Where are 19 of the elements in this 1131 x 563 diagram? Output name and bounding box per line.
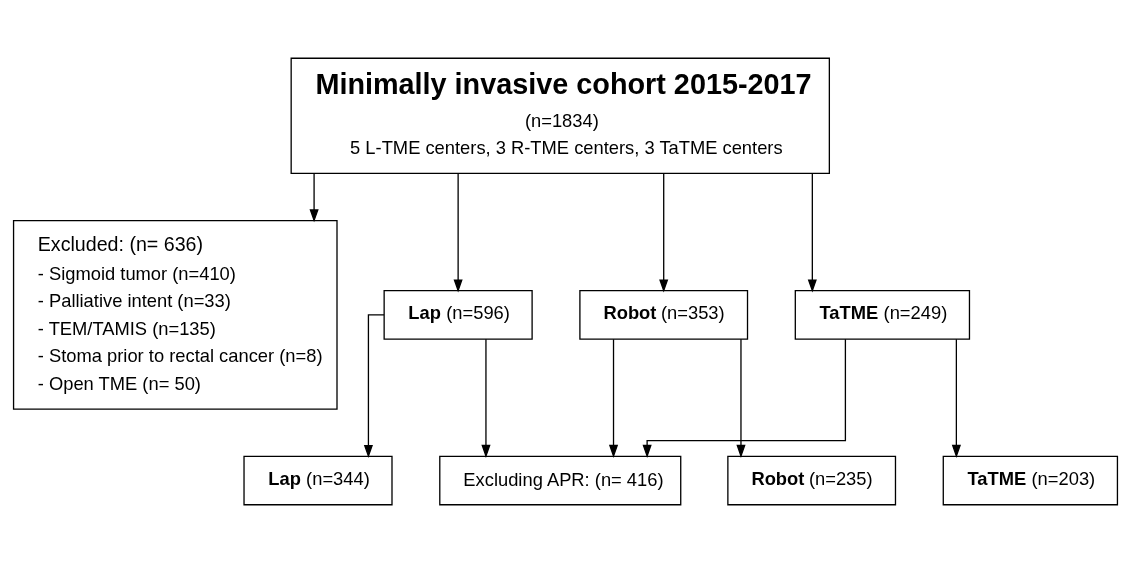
arrow (363, 314, 385, 459)
node-box: Lap (n=344) (243, 455, 393, 506)
arrow (951, 338, 961, 458)
arrow (309, 173, 319, 223)
node-box: TaTME (n=203) (942, 455, 1119, 506)
node-box: Robot (n=235) (727, 455, 897, 506)
arrow (608, 338, 619, 458)
arrow (642, 338, 847, 458)
node-box: Robot (n=353) (579, 290, 749, 340)
node-box: Minimally invasive cohort 2015-2017 (n=1834) 5 L-TME centers, 3 R-TME centers, 3 TaTME centers (290, 57, 830, 175)
node-box: Excluded: (n= 636) - Sigmoid tumor (n=410) - Palliative intent (n=33) - TEM/TAMIS (n=135) - Stoma prior to rectal cancer (n=8) - Open TME (n= 50) (12, 219, 338, 410)
node-box: TaTME (n=249) (794, 290, 971, 340)
arrow (659, 173, 669, 293)
arrow (736, 338, 746, 458)
arrow (453, 173, 463, 293)
node-box: Excluding APR: (n= 416) (439, 455, 682, 506)
node-box: Lap (n=596) (383, 290, 533, 340)
arrow (807, 173, 817, 293)
arrow (481, 338, 491, 458)
